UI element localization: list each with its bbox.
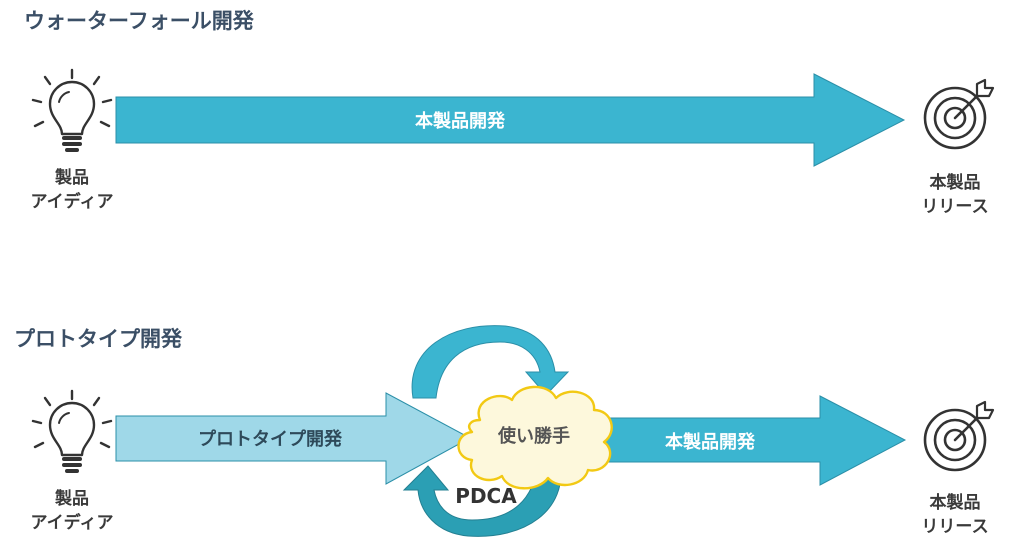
waterfall-start-label-line1: 製品	[54, 167, 89, 188]
prototype-start-label-line1: 製品	[54, 488, 89, 509]
prototype-arrow-label: プロトタイプ開発	[198, 428, 343, 450]
waterfall-arrow-label: 本製品開発	[415, 110, 506, 132]
prototype-end-label-line2: リリース	[921, 517, 988, 537]
cloud-label: 使い勝手	[497, 425, 570, 447]
waterfall-start-label-line2: アイディア	[31, 191, 114, 212]
final-arrow-label: 本製品開発	[665, 431, 756, 453]
cycle-arrow-bottom	[402, 461, 562, 537]
lightbulb-icon	[31, 68, 113, 154]
waterfall-end-label-line1: 本製品	[930, 172, 981, 193]
pdca-label: PDCA	[455, 484, 517, 508]
prototype-end-label-line1: 本製品	[930, 492, 981, 513]
waterfall-end-label-line2: リリース	[921, 197, 988, 217]
waterfall-title: ウォーターフォール開発	[24, 9, 255, 33]
target-icon	[923, 400, 995, 472]
waterfall-main-arrow	[115, 73, 906, 167]
prototype-title: プロトタイプ開発	[14, 327, 183, 351]
prototype-arrow	[115, 392, 472, 485]
prototype-start-label-line2: アイディア	[31, 512, 114, 533]
cycle-arrow-top	[411, 325, 570, 399]
final-product-arrow	[599, 395, 907, 486]
target-icon	[923, 78, 995, 150]
lightbulb-icon	[31, 389, 113, 475]
usability-cloud	[457, 385, 613, 490]
